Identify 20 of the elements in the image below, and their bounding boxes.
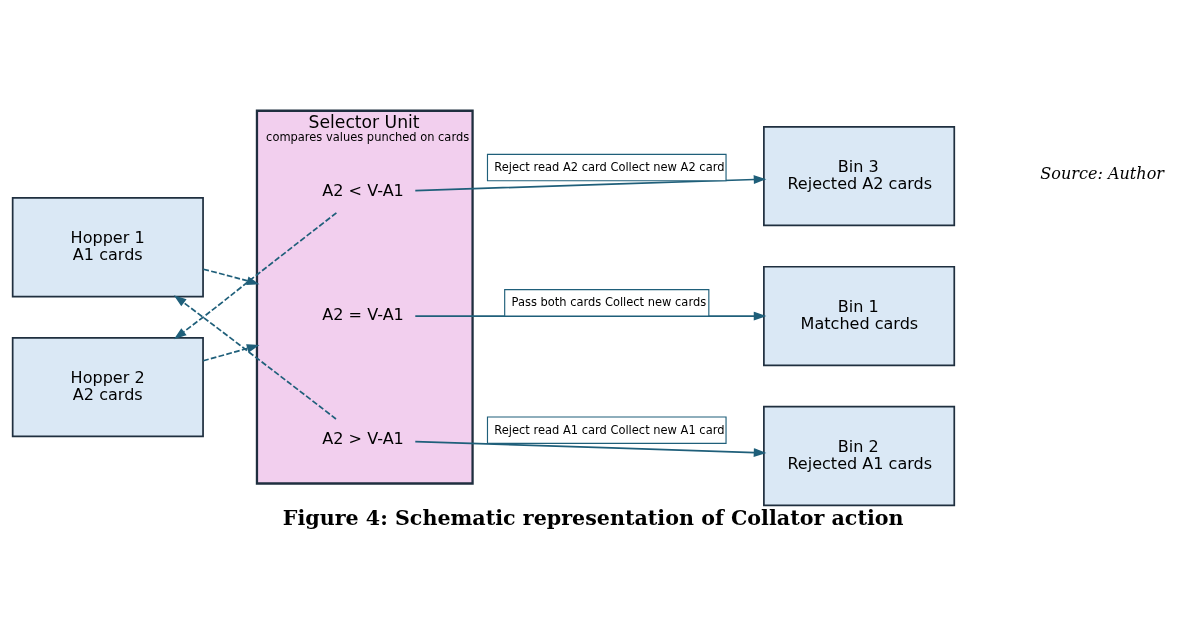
edge-label: Pass both cards Collect new cards bbox=[511, 295, 707, 310]
node-text: A2 = V-A1 bbox=[322, 305, 404, 325]
arrow bbox=[202, 268, 260, 286]
arrow bbox=[202, 344, 260, 362]
edge-label: Reject read A1 card Collect new A1 card bbox=[494, 422, 725, 437]
arrow bbox=[414, 440, 767, 457]
node-box: Bin 1 Matched cards bbox=[763, 265, 956, 367]
node-box: Bin 2 Rejected A1 cards bbox=[763, 405, 956, 507]
node-text: A2 > V-A1 bbox=[322, 429, 404, 449]
label: Source: Author bbox=[1040, 164, 1164, 184]
node-text: A2 < V-A1 bbox=[322, 181, 404, 201]
arrow bbox=[414, 175, 767, 192]
node-box: Bin 3 Rejected A2 cards bbox=[763, 125, 956, 227]
node-box: Hopper 2 A2 cards bbox=[11, 337, 204, 438]
arrow bbox=[173, 212, 338, 340]
arrow bbox=[173, 295, 337, 420]
caption: Figure 4: Schematic representation of Collator action bbox=[282, 506, 904, 531]
edge-label: Reject read A2 card Collect new A2 card bbox=[494, 159, 725, 174]
node-box: Hopper 1 A1 cards bbox=[11, 197, 204, 298]
arrow bbox=[414, 311, 767, 321]
